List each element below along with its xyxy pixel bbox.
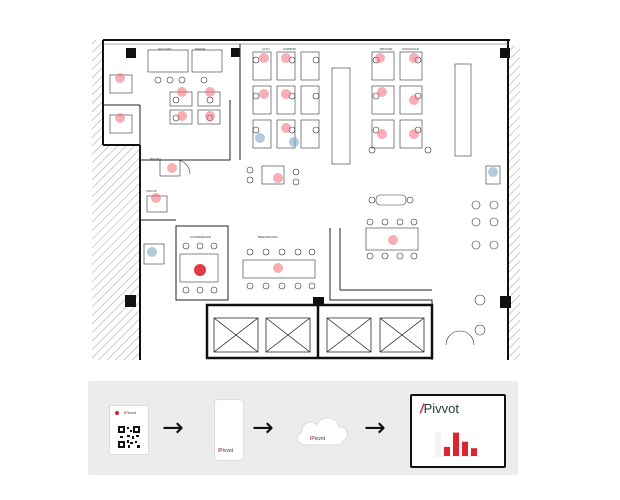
label-bronze: BRONZE (380, 47, 393, 51)
label-alto: ALTO (262, 47, 270, 51)
flow-arrow-1: → (162, 413, 184, 443)
hatched-exterior-left (92, 40, 140, 360)
data-flow-panel: /Pivvot → /Pivvot → /Pivvot → /Pivvot (88, 381, 518, 475)
outer-walls (102, 39, 510, 360)
office-floorplan: HAYLOFT MAEVE ALTO HARBOR BRONZE SUNDANC… (92, 39, 520, 360)
label-focus: FOCUS (146, 189, 157, 193)
room-labels: HAYLOFT MAEVE ALTO HARBOR BRONZE SUNDANC… (146, 47, 419, 239)
label-harbor: HARBOR (283, 47, 297, 51)
utilization-bar-chart (434, 432, 482, 457)
furniture (109, 49, 501, 346)
pivvot-mini-logo: /Pivvot (124, 410, 137, 415)
chart-frame-ghost (435, 432, 441, 456)
chart-bar-3 (462, 441, 468, 456)
cloud-icon (297, 417, 349, 446)
flow-arrow-2: → (252, 413, 274, 443)
label-conference: CONFERENCE (190, 235, 211, 239)
hatched-exterior-right (508, 46, 520, 360)
hub-device: /Pivvot (214, 399, 244, 461)
sensor-card: /Pivvot (109, 405, 149, 455)
label-sundance: SUNDANCE (402, 47, 419, 51)
chart-bar-4 (471, 448, 477, 456)
pivvot-logo-mark-icon: / (420, 401, 424, 416)
occupancy-heat-dots (115, 53, 498, 276)
dashboard-screen: /Pivvot (410, 394, 506, 468)
dashboard-logo: /Pivvot (420, 402, 459, 416)
status-dot-icon (115, 411, 119, 415)
elevator-core (205, 303, 434, 360)
structural-columns (125, 48, 511, 308)
chart-bar-1 (444, 446, 450, 456)
cloud-logo: /Pivvot (310, 436, 326, 442)
label-booth: BOOTH (150, 157, 161, 161)
qr-code-icon (118, 426, 140, 448)
label-office-a: HAYLOFT (158, 47, 172, 51)
label-breakroom: BREAKROOM (258, 235, 278, 239)
hub-logo: /Pivvot (218, 448, 234, 454)
label-office-b: MAEVE (195, 47, 206, 51)
chart-bar-2 (453, 432, 459, 456)
dashboard-brand-text: Pivvot (423, 401, 460, 416)
flow-arrow-3: → (364, 413, 386, 443)
